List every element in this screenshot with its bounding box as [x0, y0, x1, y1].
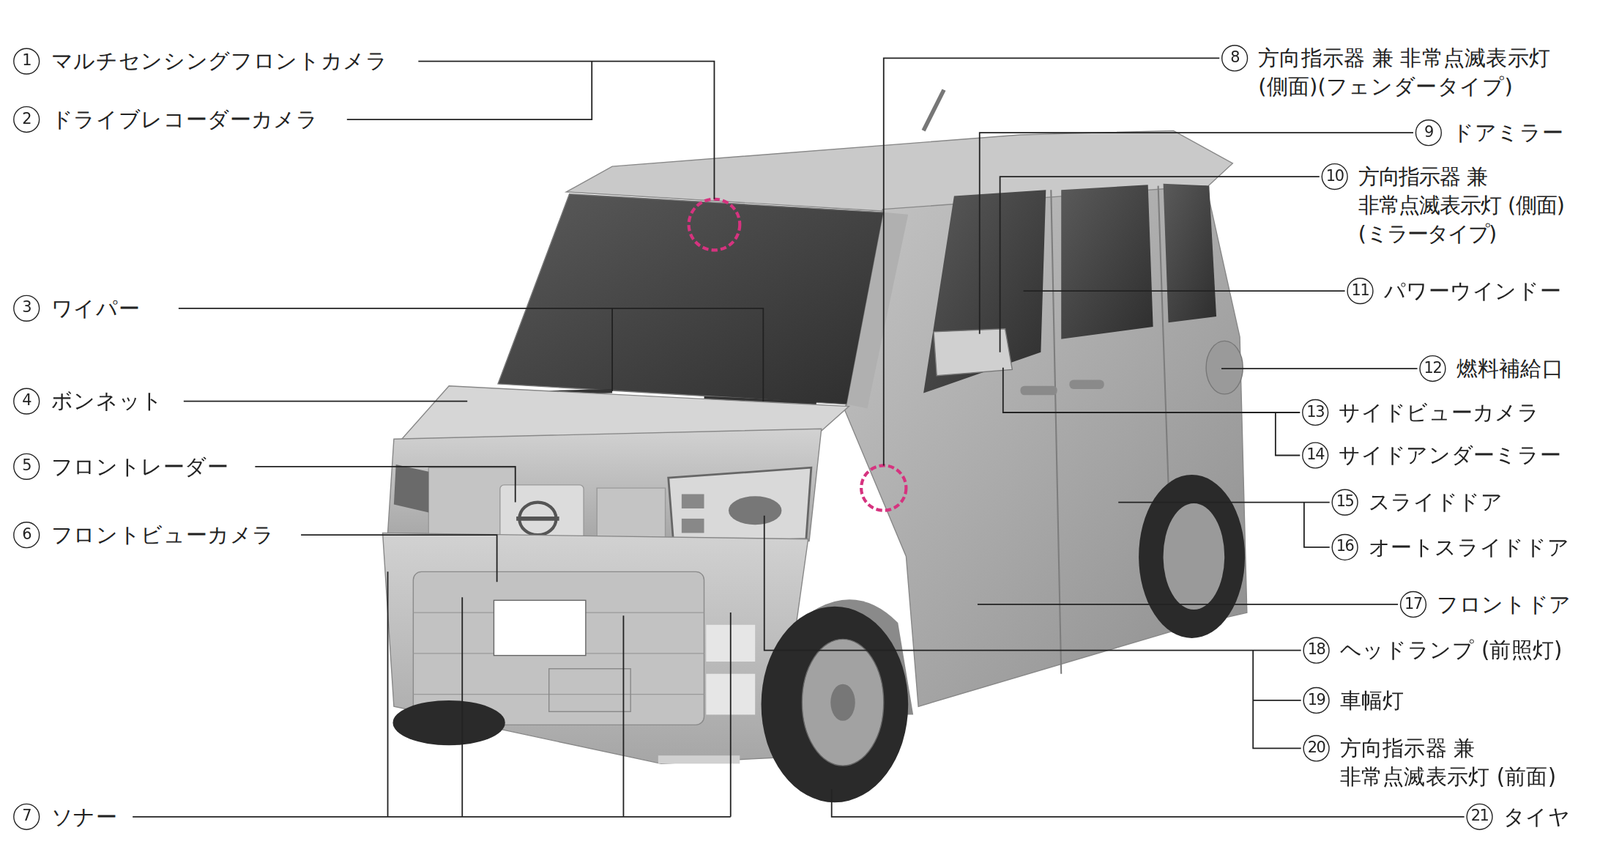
callout-number: 7 — [13, 803, 40, 830]
callout-number: 2 — [13, 106, 40, 133]
part-name: 方向指示器 兼 非常点滅表示灯 (側面)(ミラータイプ) — [1358, 162, 1600, 249]
callout-number: 11 — [1346, 277, 1373, 304]
part-name: マルチセンシングフロントカメラ — [51, 46, 389, 76]
callout-number: 21 — [1465, 803, 1493, 830]
part-name: サイドビューカメラ — [1338, 397, 1540, 427]
callout-number: 1 — [13, 47, 40, 74]
callout-number: 4 — [13, 388, 40, 415]
part-name: 燃料補給口 — [1456, 354, 1564, 383]
part-name: タイヤ — [1503, 801, 1571, 831]
part-name: ソナー — [51, 801, 118, 831]
callout-number: 12 — [1419, 355, 1446, 382]
callout-number: 20 — [1302, 734, 1330, 761]
part-name: オートスライドドア — [1368, 532, 1570, 561]
callout-number: 18 — [1302, 637, 1330, 664]
part-name: 方向指示器 兼 非常点滅表示灯 (前面) — [1340, 733, 1585, 791]
part-name: ヘッドランプ (前照灯) — [1340, 635, 1563, 665]
part-name: フロントビューカメラ — [51, 520, 275, 550]
part-name: フロントドア — [1436, 589, 1572, 619]
callout-number: 19 — [1302, 686, 1330, 714]
leader-lines — [132, 57, 1465, 816]
callout-number: 3 — [13, 295, 40, 322]
callout-number: 14 — [1301, 441, 1329, 468]
callout-number: 10 — [1321, 163, 1349, 190]
callout-number: 17 — [1400, 590, 1427, 618]
callout-number: 16 — [1331, 533, 1359, 561]
part-name: スライドドア — [1368, 487, 1504, 517]
part-name: サイドアンダーミラー — [1338, 440, 1562, 470]
part-name: パワーウインドー — [1383, 276, 1562, 306]
callout-number: 15 — [1331, 488, 1359, 515]
callout-number: 6 — [13, 521, 40, 548]
callout-number: 13 — [1301, 399, 1329, 426]
callout-number: 9 — [1415, 119, 1442, 146]
callout-number: 8 — [1221, 44, 1248, 72]
part-name: 方向指示器 兼 非常点滅表示灯 (側面)(フェンダータイプ) — [1258, 43, 1595, 102]
part-name: 車幅灯 — [1340, 685, 1405, 714]
part-name: ドアミラー — [1452, 118, 1564, 148]
part-name: ワイパー — [51, 293, 140, 323]
callout-number: 5 — [13, 453, 40, 480]
part-name: ドライブレコーダーカメラ — [51, 105, 319, 135]
part-name: ボンネット — [51, 386, 164, 416]
part-name: フロントレーダー — [51, 451, 229, 481]
